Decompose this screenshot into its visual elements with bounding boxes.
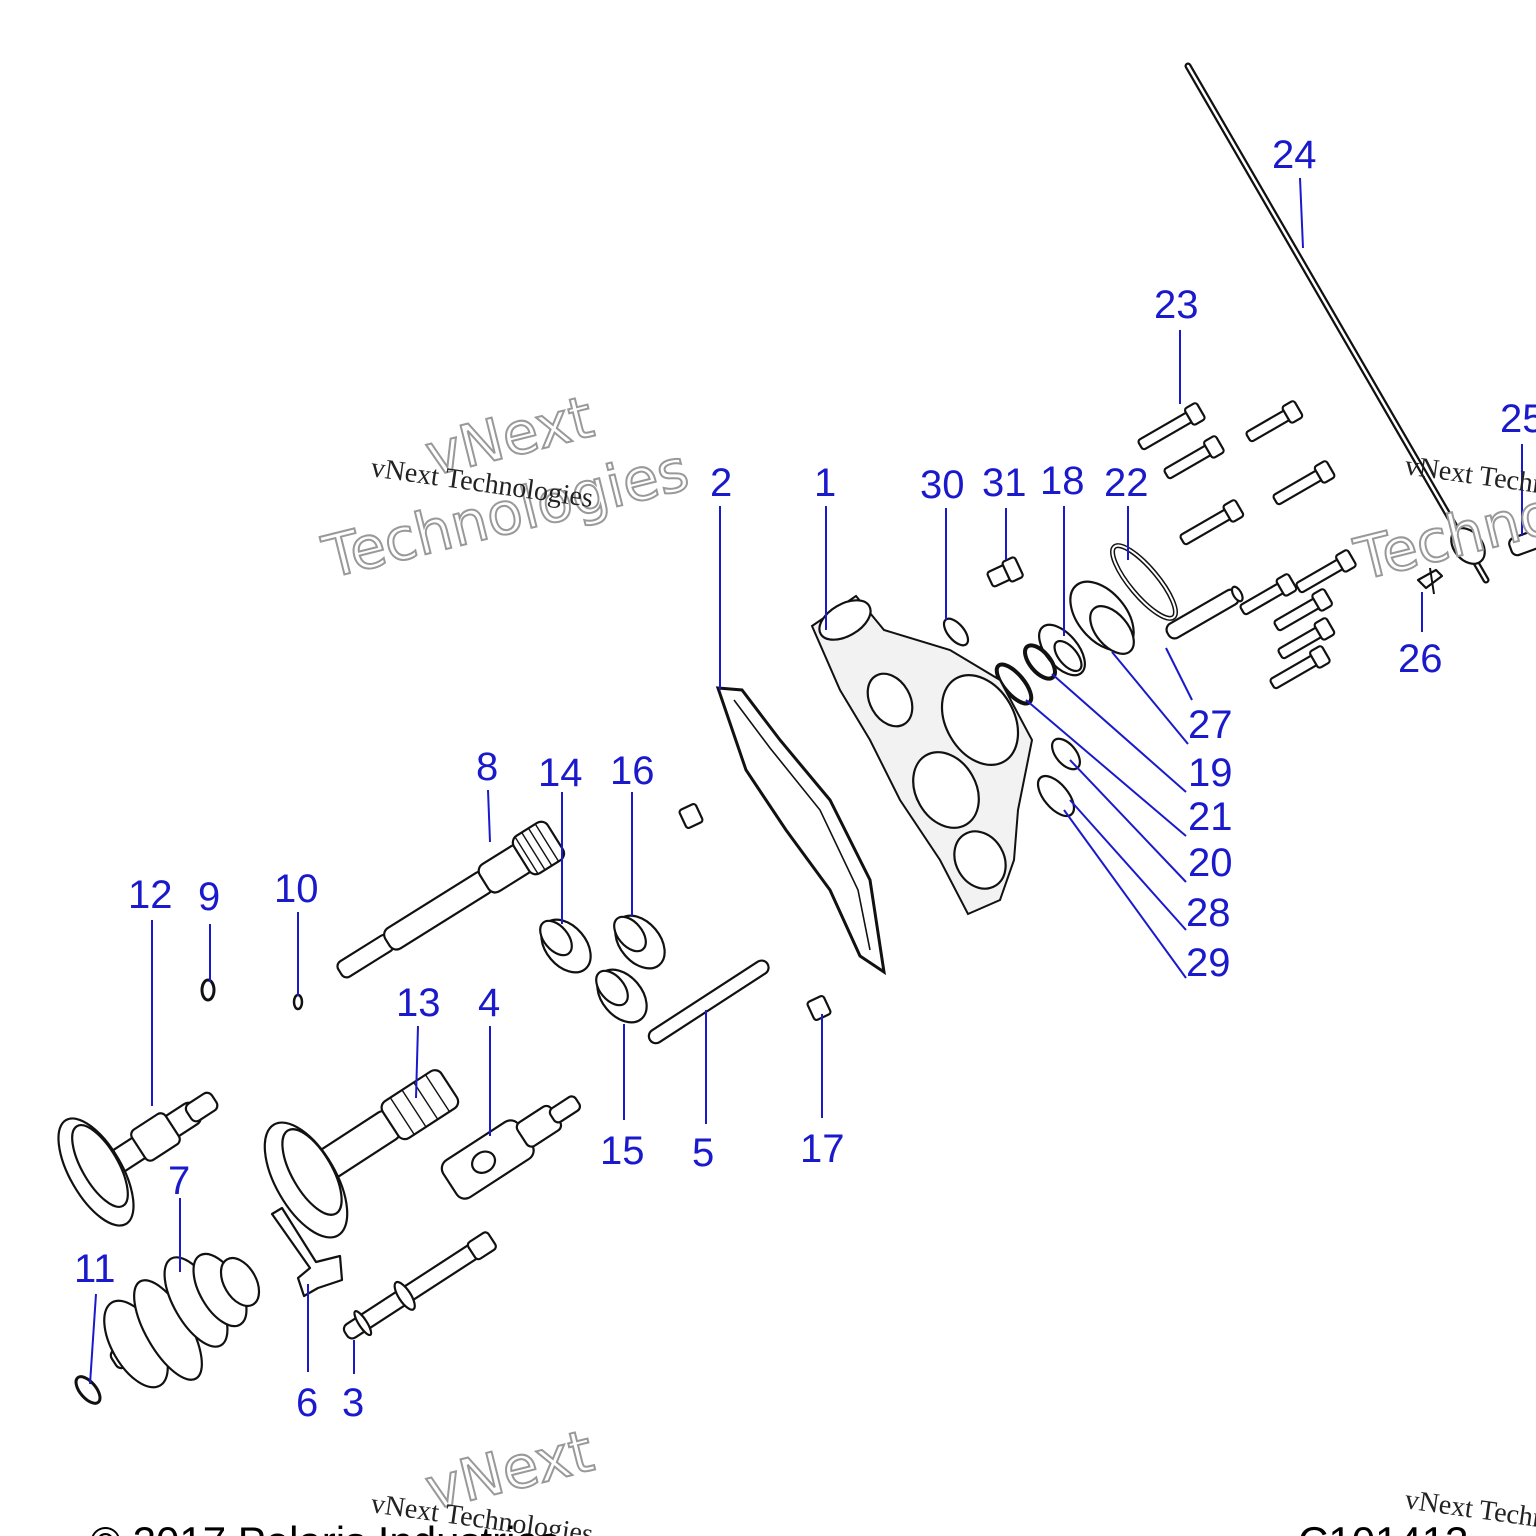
part-12-gear-shaft (57, 1091, 219, 1227)
callout-16: 16 (610, 749, 655, 793)
callout-17: 17 (800, 1127, 845, 1171)
callout-2: 2 (710, 461, 732, 505)
callout-27: 27 (1188, 703, 1233, 747)
part-dowel-upper (678, 803, 704, 829)
callout-26: 26 (1398, 637, 1443, 681)
part-29-bushing (1036, 774, 1076, 818)
callout-1: 1 (814, 461, 836, 505)
diagram-code: C101413 (1298, 1518, 1468, 1536)
callout-6: 6 (296, 1381, 318, 1425)
callout-5: 5 (692, 1131, 714, 1175)
part-11-washer (74, 1375, 102, 1405)
callout-8: 8 (476, 745, 498, 789)
part-2-gasket (715, 686, 886, 976)
copyright-footer: © 2017 Polaris Industries (90, 1518, 560, 1536)
part-10-clip (292, 993, 304, 1011)
callout-18: 18 (1040, 459, 1085, 503)
callout-29: 29 (1186, 941, 1231, 985)
part-26-clip (1416, 567, 1444, 595)
callout-24: 24 (1272, 133, 1317, 177)
part-7-gear-cluster (103, 1252, 261, 1389)
part-17-dowel (806, 995, 832, 1021)
part-21-oring (1023, 643, 1057, 681)
callout-9: 9 (198, 875, 220, 919)
callout-25: 25 (1500, 397, 1536, 441)
part-30-washer (942, 617, 970, 647)
callout-13: 13 (396, 981, 441, 1025)
callout-10: 10 (274, 867, 319, 911)
part-31-plug (986, 556, 1024, 588)
callout-31: 31 (982, 461, 1027, 505)
parts-artwork (57, 62, 1536, 1405)
leader-lines (89, 177, 1523, 1385)
part-19-bearing (1069, 580, 1135, 655)
part-14-bearing (539, 918, 592, 974)
callout-14: 14 (538, 751, 583, 795)
callout-3: 3 (342, 1381, 364, 1425)
callout-11: 11 (74, 1247, 116, 1291)
callout-labels: 24 23 25 2 1 30 31 18 22 26 27 19 21 20 … (74, 133, 1536, 1425)
watermark-right: Technologies vNext Technologies (1347, 436, 1536, 594)
callout-28: 28 (1186, 891, 1231, 935)
part-27-tube (1165, 585, 1244, 640)
callout-22: 22 (1104, 461, 1149, 505)
callout-19: 19 (1188, 751, 1233, 795)
callout-20: 20 (1188, 841, 1233, 885)
callout-23: 23 (1154, 283, 1199, 327)
part-1-housing (810, 594, 1034, 916)
part-8-shaft (336, 820, 566, 979)
part-3-shift-shaft (342, 1231, 497, 1340)
watermark-top-left: vNext Technologies vNext Technologies (315, 382, 696, 593)
part-5-rod (647, 959, 770, 1045)
part-15-bearing (595, 968, 648, 1024)
callout-7: 7 (168, 1159, 190, 1203)
part-18-seal (1038, 623, 1086, 677)
part-23-bolts (1137, 400, 1357, 690)
part-16-bearing (613, 914, 666, 970)
part-24-rod (1184, 62, 1490, 584)
callout-4: 4 (478, 981, 500, 1025)
callout-21: 21 (1188, 795, 1233, 839)
callout-12: 12 (128, 873, 173, 917)
part-28-bushing (1051, 737, 1081, 771)
callout-30: 30 (920, 463, 965, 507)
part-6-shift-fork (270, 1206, 344, 1298)
callout-15: 15 (600, 1129, 645, 1173)
part-9-ring (200, 978, 216, 1002)
part-13-gear-shaft (263, 1069, 460, 1239)
part-4-shift-drum (440, 1095, 582, 1200)
